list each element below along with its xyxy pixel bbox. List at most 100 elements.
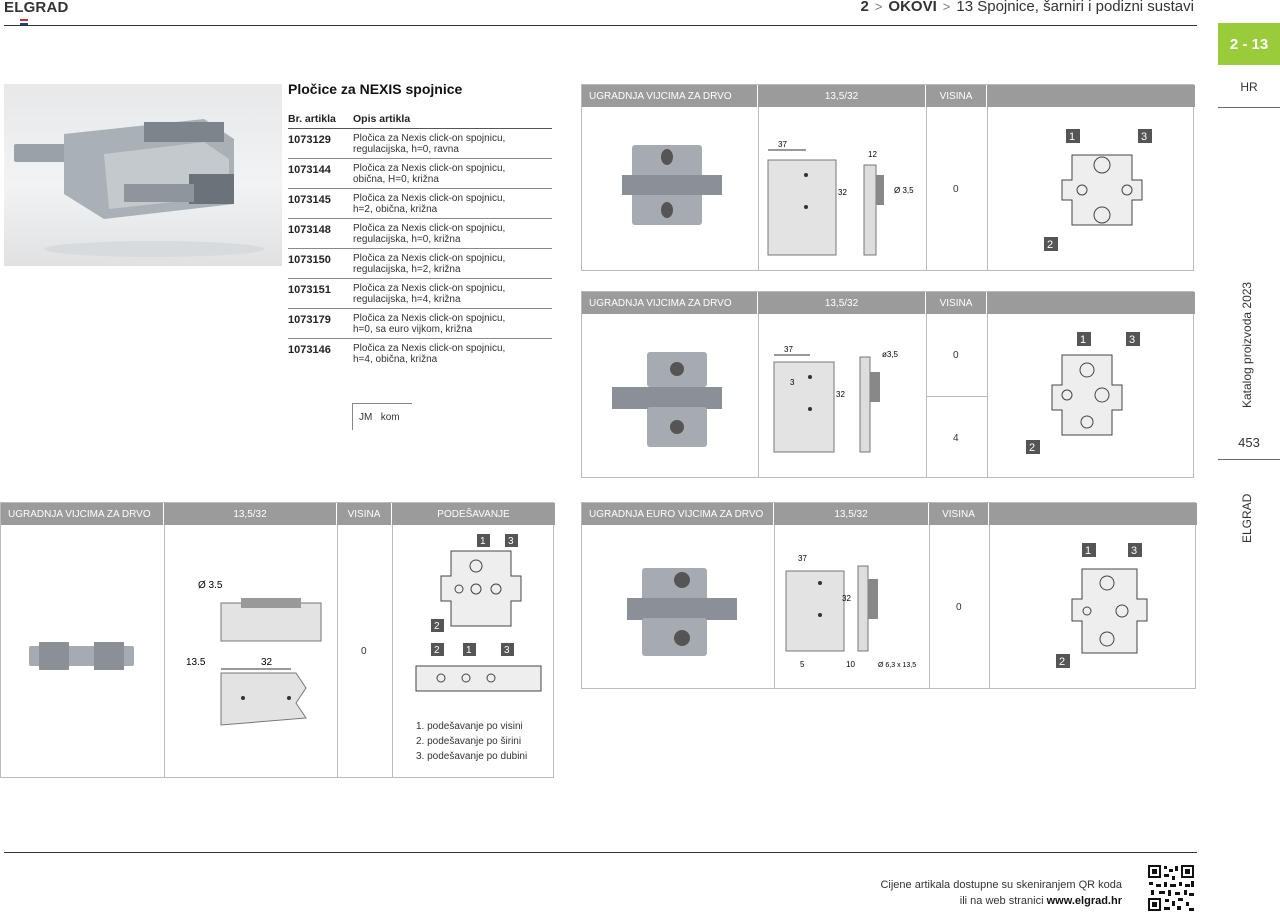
language-label: HR <box>1240 80 1258 94</box>
dim-37: 37 <box>798 554 807 563</box>
spec-header-dim: 13,5/32 <box>758 85 926 107</box>
article-desc: regulacijska, h=4, križna <box>353 294 461 305</box>
breadcrumb-section[interactable]: Spojnice, šarniri i podizni sustavi <box>977 0 1194 15</box>
side-divider <box>1218 459 1280 460</box>
table-row[interactable]: 1073129 Pločica za Nexis click-on spojnic… <box>288 129 552 159</box>
article-desc: regulacijska, h=0, ravna <box>353 144 459 155</box>
table-row[interactable]: 1073146 Pločica za Nexis click-on spojnic… <box>288 339 552 368</box>
dim-32: 32 <box>261 657 273 668</box>
spec-header: UGRADNJA EURO VIJCIMA ZA DRVO 13,5/32 VI… <box>582 503 1197 525</box>
unit-box: JM kom <box>352 403 412 430</box>
spec-header-dim: 13,5/32 <box>164 503 337 525</box>
article-code: 1073146 <box>288 344 331 356</box>
article-desc: h=2, obična, križna <box>353 204 438 215</box>
table-row[interactable]: 1073144 Pločica za Nexis click-on spojnic… <box>288 159 552 189</box>
article-desc: obična, H=0, križna <box>353 174 439 185</box>
chevron-right-icon: > <box>874 0 883 14</box>
height-value: 0 <box>953 350 959 361</box>
spec-header: UGRADNJA VIJCIMA ZA DRVO 13,5/32 VISINA … <box>1 503 555 525</box>
spec-block-2: UGRADNJA VIJCIMA ZA DRVO 13,5/32 VISINA … <box>581 291 1195 478</box>
article-desc: Pločica za Nexis click-on spojnicu, <box>353 193 506 204</box>
footer-line-2: ili na web stranici <box>959 895 1047 907</box>
article-code: 1073148 <box>288 224 331 236</box>
dim-63: Ø 6,3 x 13,5 <box>878 662 916 669</box>
product-photo <box>4 84 282 266</box>
mounting-plate-image <box>29 642 134 670</box>
dim-32: 32 <box>842 594 851 603</box>
height-value: 0 <box>953 184 959 195</box>
svg-text:3: 3 <box>1129 334 1135 346</box>
article-code: 1073151 <box>288 284 331 296</box>
article-code: 1073129 <box>288 134 331 146</box>
dimension-drawing: Ø 3.5 13.5 32 <box>186 580 322 726</box>
table-row[interactable]: 1073145 Pločica za Nexis click-on spojnic… <box>288 189 552 219</box>
header-divider <box>4 25 1197 26</box>
svg-text:2: 2 <box>1029 442 1035 454</box>
side-brand: ELGRAD <box>1240 493 1254 543</box>
footer-line-1: Cijene artikala dostupne su skeniranjem … <box>880 879 1122 891</box>
website-link[interactable]: www.elgrad.hr <box>1046 895 1122 907</box>
spec-header-mounting: UGRADNJA VIJCIMA ZA DRVO <box>1 503 164 525</box>
col-desc: Opis artikla <box>353 113 411 125</box>
dim-10: 10 <box>846 660 855 669</box>
spec-header-adjust: PODEŠAVANJE <box>437 508 510 520</box>
dim-135: 13.5 <box>186 657 206 668</box>
spec-header-mounting: UGRADNJA VIJCIMA ZA DRVO <box>582 292 758 314</box>
article-desc: Pločica za Nexis click-on spojnicu, <box>353 253 506 264</box>
article-code: 1073145 <box>288 194 331 206</box>
spec-header-height: VISINA <box>926 292 987 314</box>
svg-text:3: 3 <box>1141 131 1147 143</box>
article-code: 1073144 <box>288 164 331 176</box>
article-desc: Pločica za Nexis click-on spojnicu, <box>353 133 506 144</box>
spec-header-height: VISINA <box>337 503 392 525</box>
footer-note: Cijene artikala dostupne su skeniranjem … <box>880 877 1122 909</box>
qr-code-icon[interactable] <box>1147 864 1195 912</box>
breadcrumb-chapter[interactable]: OKOVI <box>888 0 937 15</box>
svg-text:1: 1 <box>480 536 486 547</box>
legend-item: 1. podešavanje po visini <box>416 721 523 732</box>
height-value: 4 <box>953 433 959 444</box>
dim-37: 37 <box>784 345 793 354</box>
dim-35: Ø 3.5 <box>198 580 223 591</box>
article-desc: Pločica za Nexis click-on spojnicu, <box>353 313 506 324</box>
dimension-drawing: 37 3 32 ø3,5 <box>773 345 899 453</box>
height-value: 0 <box>956 602 962 613</box>
svg-text:3: 3 <box>1131 545 1137 557</box>
article-desc: Pločica za Nexis click-on spojnicu, <box>353 283 506 294</box>
breadcrumb-section-num: 13 <box>956 0 974 15</box>
table-row[interactable]: 1073151 Pločica za Nexis click-on spojnic… <box>288 279 552 309</box>
brand-logo: ELGRAD <box>4 0 69 16</box>
breadcrumb: 2 > OKOVI >13 Spojnice, šarniri i podizni s… <box>860 0 1194 15</box>
chevron-right-icon: > <box>942 0 951 14</box>
footer-divider <box>4 852 1197 853</box>
breadcrumb-chapter-num: 2 <box>860 0 869 15</box>
spec-header-mounting: UGRADNJA VIJCIMA ZA DRVO <box>582 85 758 107</box>
svg-text:1: 1 <box>1069 131 1075 143</box>
page-number: 453 <box>1238 435 1260 450</box>
adjustment-diagram: 1 3 2 <box>1044 129 1152 251</box>
svg-text:1: 1 <box>1085 545 1091 557</box>
spec-header-dim: 13,5/32 <box>774 503 929 525</box>
height-value: 0 <box>361 646 367 657</box>
svg-text:2: 2 <box>1047 239 1053 251</box>
article-code: 1073150 <box>288 254 331 266</box>
svg-text:3: 3 <box>508 536 514 547</box>
mounting-plate-image <box>612 352 722 447</box>
spec-header-mounting: UGRADNJA EURO VIJCIMA ZA DRVO <box>582 503 774 525</box>
dim-5: 5 <box>800 660 805 669</box>
article-desc: Pločica za Nexis click-on spojnicu, <box>353 343 506 354</box>
spec-block-1: UGRADNJA VIJCIMA ZA DRVO 13,5/32 VISINA … <box>581 84 1195 271</box>
legend-item: 3. podešavanje po dubini <box>416 751 528 762</box>
article-desc: regulacijska, h=0, križna <box>353 234 461 245</box>
dim-35: Ø 3,5 <box>894 186 914 195</box>
dim-3: 3 <box>790 378 795 387</box>
spec-header: UGRADNJA VIJCIMA ZA DRVO 13,5/32 VISINA <box>582 85 1195 107</box>
dim-37: 37 <box>778 140 787 149</box>
table-row[interactable]: 1073150 Pločica za Nexis click-on spojnic… <box>288 249 552 279</box>
article-desc: Pločica za Nexis click-on spojnicu, <box>353 163 506 174</box>
adjustment-diagram: 1 3 2 <box>1026 332 1140 454</box>
legend-item: 2. podešavanje po širini <box>416 736 522 747</box>
dimension-drawing: 37 32 5 10 Ø 6,3 x 13,5 <box>785 554 916 669</box>
